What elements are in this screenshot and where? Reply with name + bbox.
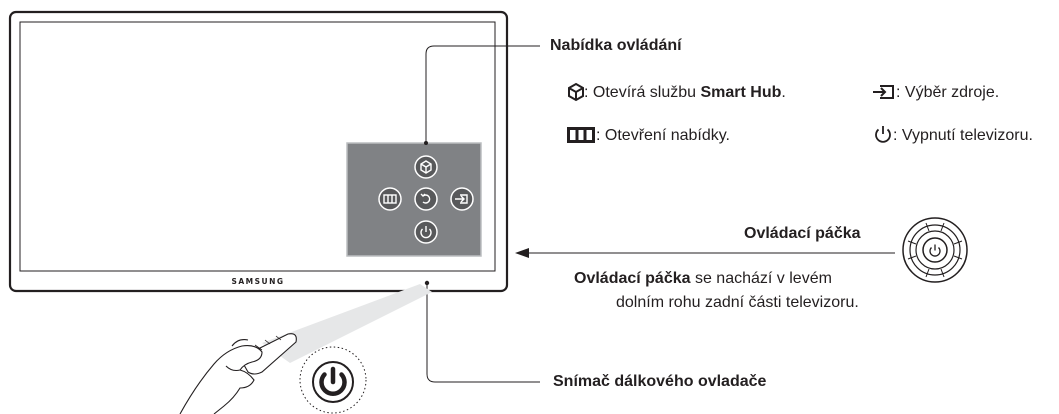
- panel-return-icon: [420, 193, 431, 204]
- controller-description-line1: Ovládací páčka se nachází v levém: [574, 270, 832, 287]
- smart-hub-label: Smart Hub: [700, 84, 782, 101]
- power-description: : Vypnutí televizoru.: [893, 127, 1033, 144]
- menu-description: : Otevření nabídky.: [596, 127, 730, 144]
- control-menu-title: Nabídka ovládání: [550, 37, 682, 54]
- panel-source-icon: [455, 194, 468, 204]
- control-menu-leader: [425, 45, 540, 143]
- smart-hub-icon: [568, 82, 584, 102]
- source-description: : Výběr zdroje.: [896, 84, 1000, 101]
- controller-description-bold: Ovládací páčka: [574, 270, 691, 287]
- menu-icon: [567, 127, 595, 143]
- remote-sensor-title: Snímač dálkového ovladače: [553, 373, 767, 390]
- panel-smart-hub-icon: [420, 160, 432, 174]
- controller-arrow-head: [515, 248, 529, 258]
- control-menu-buttons: [378, 155, 474, 244]
- power-icon: [875, 126, 891, 143]
- panel-menu-button: [378, 187, 402, 211]
- smart-hub-description: : Otevírá službu Smart Hub.: [584, 84, 786, 101]
- controller-description-line2: dolním rohu zadní části televizoru.: [616, 294, 859, 311]
- remote-beam: [262, 284, 432, 363]
- zoomed-power-icon: [312, 361, 354, 403]
- hand-with-remote-illustration: [179, 333, 297, 414]
- panel-power-icon: [420, 226, 432, 239]
- panel-menu-icon: [383, 194, 397, 204]
- controller-title: Ovládací páčka: [744, 225, 861, 242]
- controller-jog-illustration: [902, 217, 968, 283]
- source-icon: [873, 85, 894, 99]
- remote-sensor-leader: [426, 283, 540, 383]
- panel-return-button: [414, 187, 438, 211]
- tv-brand-logo: SAMSUNG: [231, 277, 284, 286]
